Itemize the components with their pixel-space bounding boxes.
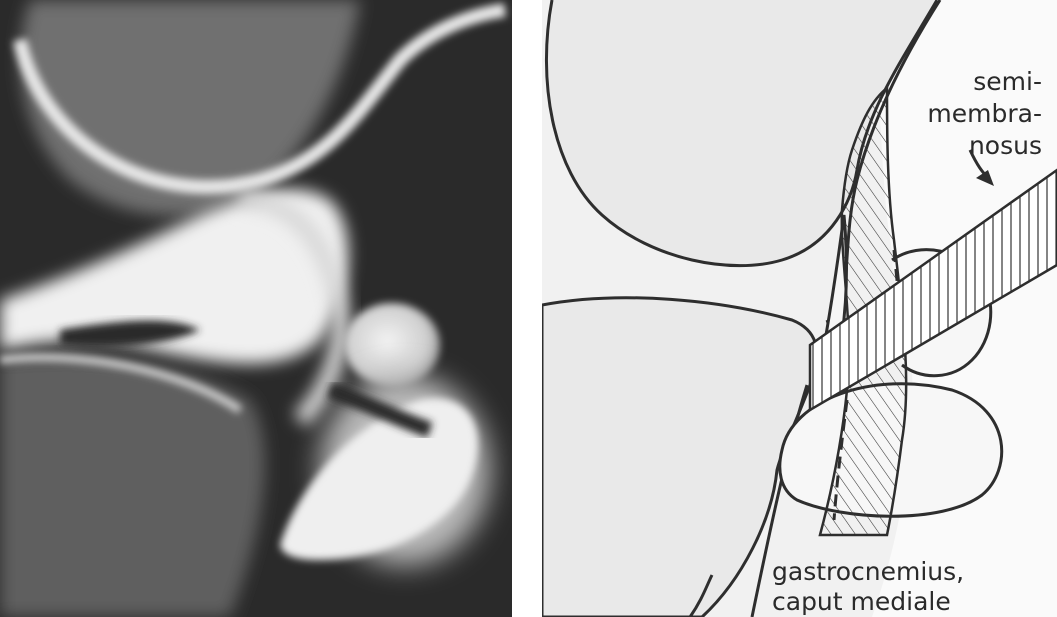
semimembranosus-label-line1: semi- bbox=[973, 67, 1042, 96]
bursa-upper bbox=[344, 303, 440, 387]
tibia-shadow bbox=[0, 356, 265, 617]
diagram-panel: semi- membra- nosus gastrocnemius, caput… bbox=[542, 0, 1057, 617]
anatomy-diagram: semi- membra- nosus gastrocnemius, caput… bbox=[542, 0, 1057, 617]
semimembranosus-label-line3: nosus bbox=[969, 131, 1042, 160]
semimembranosus-label-line2: membra- bbox=[927, 99, 1042, 128]
gastrocnemius-label-line2: caput mediale bbox=[772, 587, 951, 616]
radiograph-panel bbox=[0, 0, 512, 617]
gastrocnemius-label-line1: gastrocnemius, bbox=[772, 557, 964, 586]
radiograph-image bbox=[0, 0, 512, 617]
